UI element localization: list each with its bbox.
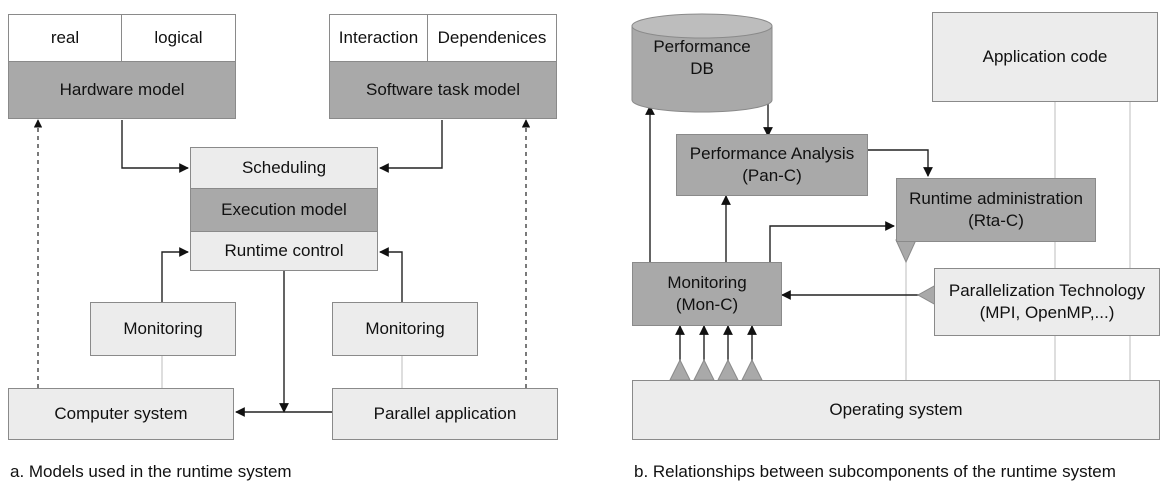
arrow-hardware-to-scheduling [121, 120, 189, 173]
hardware-model: Hardware model [8, 61, 236, 119]
os-triangle-1 [669, 358, 691, 381]
performance-db-line1: Performance [653, 37, 751, 56]
performance-db-cylinder [631, 13, 773, 113]
runtime-admin-line1: Runtime administration [909, 189, 1083, 208]
runtime-admin-line2: (Rta-C) [968, 211, 1024, 230]
performance-db: Performance DB [632, 0, 772, 112]
performance-analysis-box: Performance Analysis (Pan-C) [676, 134, 868, 196]
caption-panel-b: b. Relationships between subcomponents o… [634, 462, 1116, 481]
software-task-model: Software task model [329, 61, 557, 119]
performance-db-line2: DB [690, 59, 714, 78]
operating-system-box: Operating system [632, 380, 1160, 440]
runtime-control-box: Runtime control [190, 231, 378, 271]
hardware-header-logical: logical [121, 14, 236, 62]
software-header-interaction: Interaction [329, 14, 428, 62]
performance-db-label: Performance DB [632, 36, 772, 80]
software-header-dependencies: Dependenices [427, 14, 557, 62]
caption-panel-a: a. Models used in the runtime system [10, 462, 292, 481]
os-triangle-2 [693, 358, 715, 381]
arrow-software-to-scheduling [379, 120, 443, 173]
scheduling-box: Scheduling [190, 147, 378, 189]
monitoring-right-box: Monitoring [332, 302, 478, 356]
arrow-analysis-to-rta [868, 149, 933, 177]
parallel-application-box: Parallel application [332, 388, 558, 440]
os-to-monitoring-arrows [669, 325, 763, 381]
parallelization-line1: Parallelization Technology [948, 281, 1146, 300]
monitoring-box: Monitoring (Mon-C) [632, 262, 782, 326]
monitoring-line1: Monitoring [667, 273, 747, 292]
performance-analysis-line1: Performance Analysis [689, 144, 855, 163]
monitoring-left-box: Monitoring [90, 302, 236, 356]
arrow-monitoring-left-to-runtime [161, 247, 189, 302]
performance-analysis-line2: (Pan-C) [742, 166, 802, 185]
arrow-monitoring-right-to-runtime [379, 247, 403, 302]
os-triangle-3 [717, 358, 739, 381]
hardware-header-real: real [8, 14, 122, 62]
computer-system-box: Computer system [8, 388, 234, 440]
arrow-monitoring-to-rta [769, 221, 895, 262]
os-triangle-4 [741, 358, 763, 381]
rta-triangle-marker [895, 239, 917, 264]
monitoring-line2: (Mon-C) [675, 295, 739, 314]
execution-model-box: Execution model [190, 188, 378, 232]
application-code-box: Application code [932, 12, 1158, 102]
parallelization-technology-box: Parallelization Technology (MPI, OpenMP,… [934, 268, 1160, 336]
runtime-administration-box: Runtime administration (Rta-C) [896, 178, 1096, 242]
parallelization-line2: (MPI, OpenMP,...) [979, 303, 1115, 322]
